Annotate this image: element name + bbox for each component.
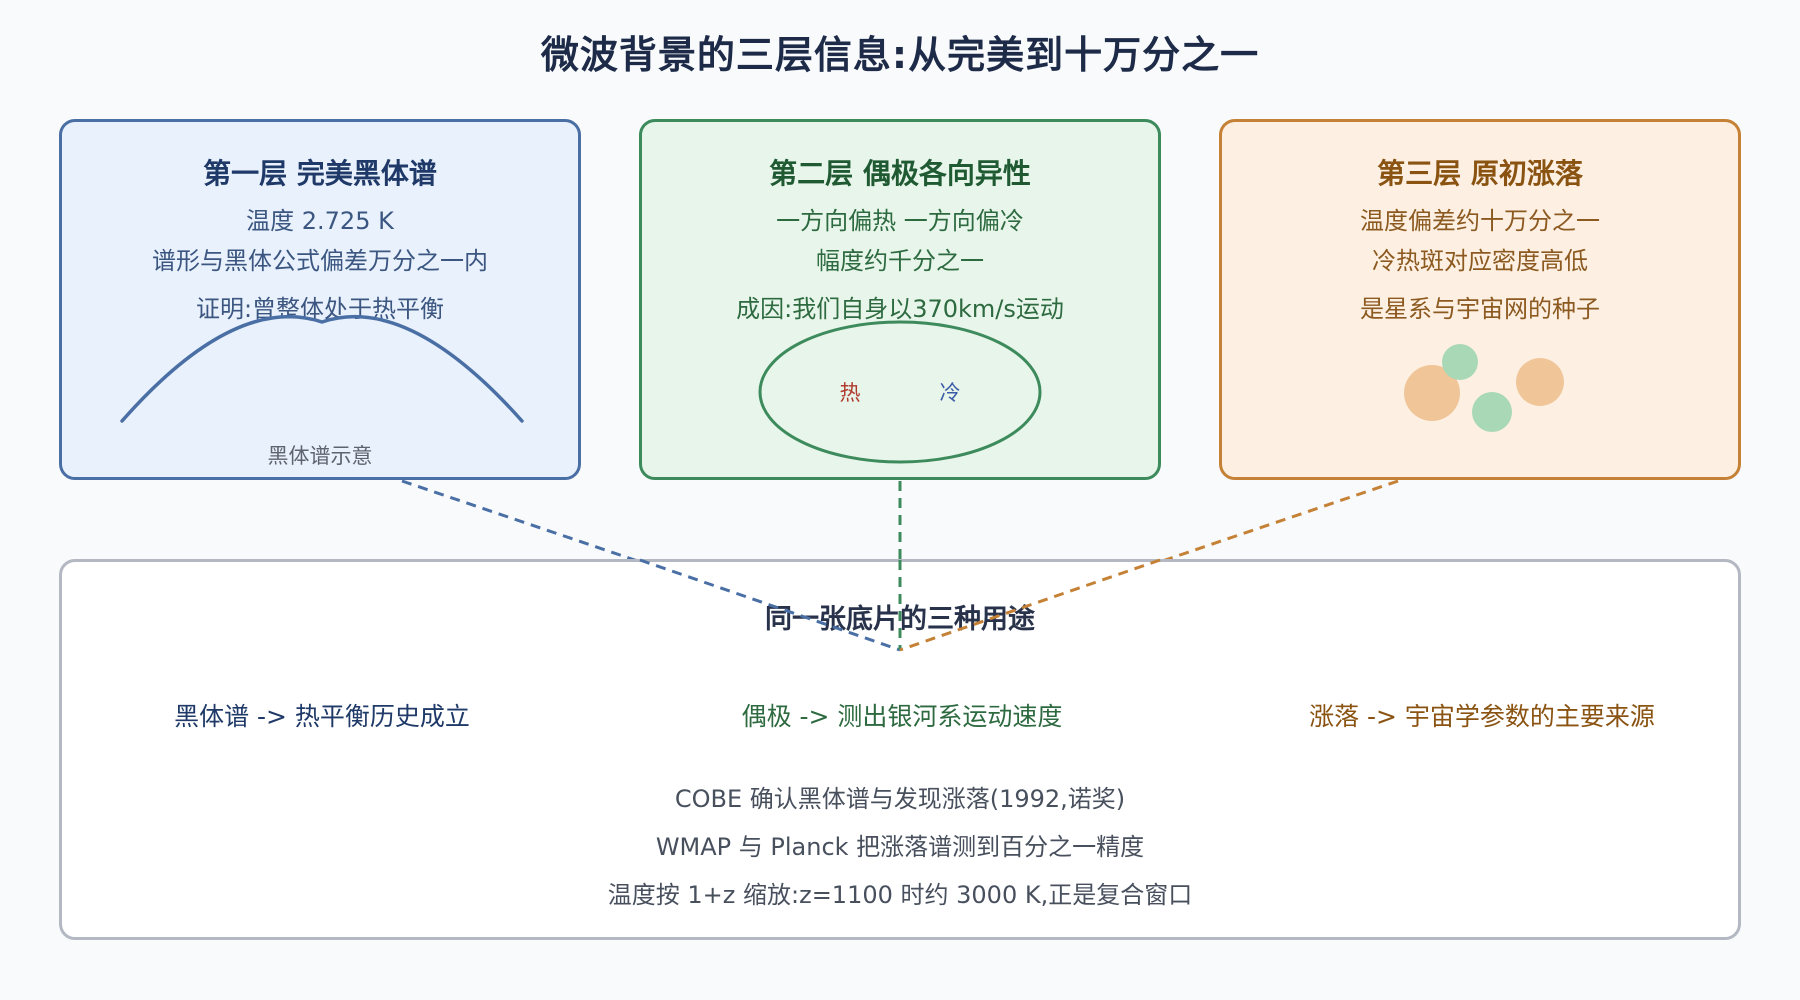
layer2-line-direction: 一方向偏热 一方向偏冷 [776,207,1024,235]
layer1-line-temperature: 温度 2.725 K [246,207,394,235]
dipole-ellipse [758,320,1042,464]
fact-wmap-planck: WMAP 与 Planck 把涨落谱测到百分之一精度 [655,833,1145,861]
blackbody-curve-illustration [120,314,524,423]
layer3-line-spots: 冷热斑对应密度高低 [1372,247,1588,275]
warm-spot [1404,365,1460,421]
layer3-heading: 第三层 原初涨落 [1377,157,1583,190]
connector-layer1-lower [639,558,901,652]
layer1-heading: 第一层 完美黑体谱 [203,157,437,190]
warm-spot [1516,358,1564,406]
use-fluctuation: 涨落 -> 宇宙学参数的主要来源 [1309,702,1655,731]
dipole-hot-label: 热 [840,381,861,405]
cool-spot [1472,392,1512,432]
layer2-line-cause: 成因:我们自身以370km/s运动 [736,295,1064,323]
layer2-card: 第二层 偶极各向异性 一方向偏热 一方向偏冷 幅度约千分之一 成因:我们自身以3… [639,119,1161,480]
summary-panel: 同一张底片的三种用途 黑体谱 -> 热平衡历史成立 偶极 -> 测出银河系运动速… [59,559,1741,940]
fluctuation-spots-illustration [1404,344,1564,432]
layer2-line-amplitude: 幅度约千分之一 [816,247,984,275]
blackbody-curve [120,314,524,423]
dipole-cold-label: 冷 [940,381,961,405]
layer1-card: 第一层 完美黑体谱 温度 2.725 K 谱形与黑体公式偏差万分之一内 证明:曾… [59,119,581,480]
layer3-line-seeds: 是星系与宇宙网的种子 [1360,295,1600,323]
fact-temperature-scaling: 温度按 1+z 缩放:z=1100 时约 3000 K,正是复合窗口 [607,881,1193,909]
layer2-heading: 第二层 偶极各向异性 [769,157,1031,190]
page-title: 微波背景的三层信息:从完美到十万分之一 [540,33,1260,77]
layer1-line-proof: 证明:曾整体处于热平衡 [195,295,445,323]
layer3-card: 第三层 原初涨落 温度偏差约十万分之一 冷热斑对应密度高低 是星系与宇宙网的种子 [1219,119,1741,480]
connector-layer3-lower [899,558,1161,652]
dipole-illustration: 热 冷 [758,320,1042,464]
use-blackbody: 黑体谱 -> 热平衡历史成立 [174,702,470,731]
layer3-line-deviation: 温度偏差约十万分之一 [1360,207,1600,235]
blackbody-caption: 黑体谱示意 [267,444,373,468]
cool-spot [1442,344,1478,380]
use-dipole: 偶极 -> 测出银河系运动速度 [741,702,1063,731]
fact-cobe: COBE 确认黑体谱与发现涨落(1992,诺奖) [674,785,1126,813]
layer1-line-deviation: 谱形与黑体公式偏差万分之一内 [152,247,488,275]
